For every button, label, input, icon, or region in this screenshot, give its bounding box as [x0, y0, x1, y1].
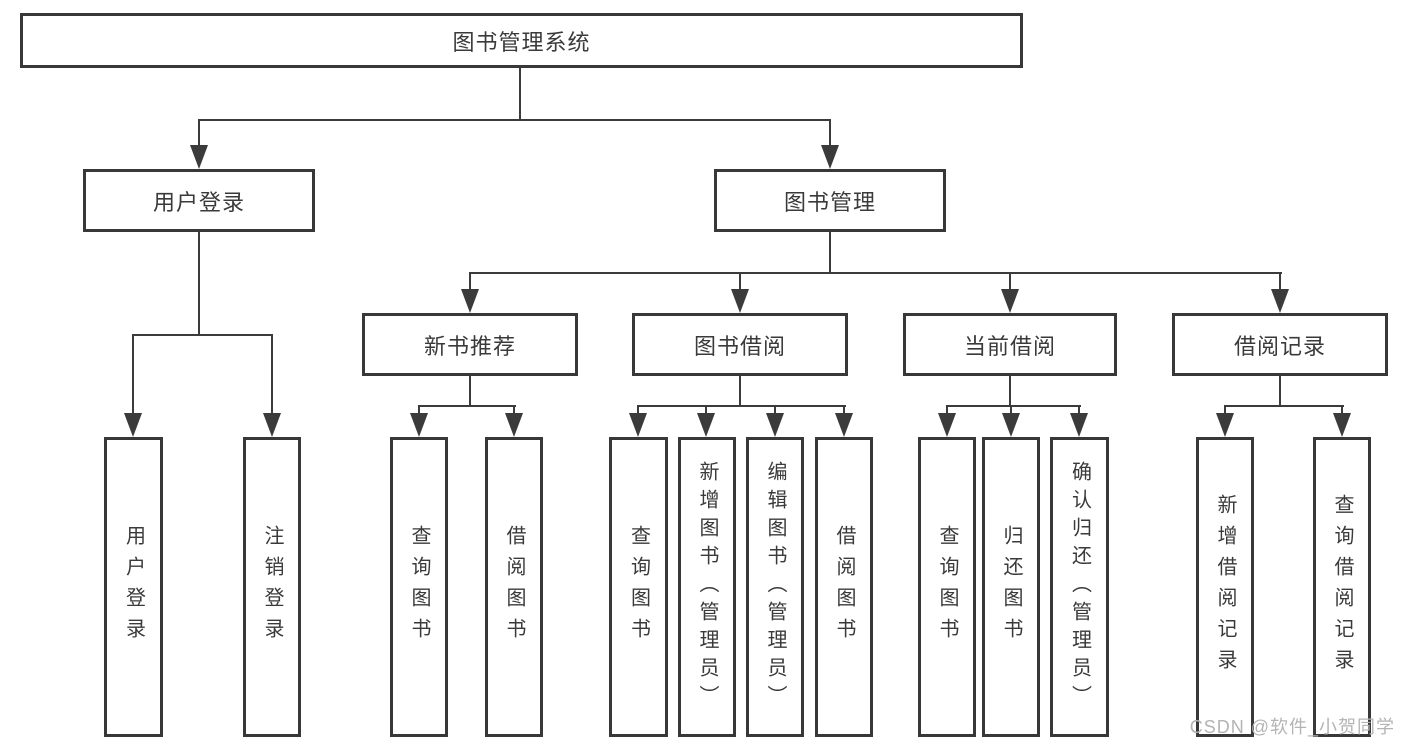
leaf-edit-books-admin: 编辑图书（管理员） — [746, 437, 804, 737]
connector — [1341, 405, 1343, 415]
connector — [1009, 272, 1011, 290]
node-label: 查询图书 — [408, 525, 430, 649]
arrowhead-down-icon — [190, 145, 208, 169]
arrowhead-down-icon — [938, 413, 956, 437]
connector — [271, 334, 273, 414]
arrowhead-down-icon — [766, 413, 784, 437]
arrowhead-down-icon — [1070, 413, 1088, 437]
connector — [1078, 405, 1080, 415]
node-label: 图书管理系统 — [452, 29, 591, 55]
leaf-borrow-books-recommend: 借阅图书 — [485, 437, 543, 737]
csdn-watermark: CSDN @软件_小贺同学 — [1189, 717, 1395, 737]
connector — [519, 68, 521, 119]
connector — [469, 272, 1282, 274]
node-label: 当前借阅 — [963, 333, 1056, 359]
node-label: 借阅记录 — [1233, 333, 1326, 359]
node-label: 新增图书（管理员） — [696, 461, 718, 713]
arrowhead-down-icon — [1271, 289, 1289, 313]
connector — [1010, 405, 1012, 415]
arrowhead-down-icon — [505, 413, 523, 437]
leaf-add-books-admin: 新增图书（管理员） — [678, 437, 736, 737]
leaf-user-login: 用户登录 — [104, 437, 163, 737]
connector — [739, 376, 741, 406]
connector — [1279, 272, 1281, 290]
connector — [637, 405, 846, 407]
leaf-return-books: 归还图书 — [982, 437, 1040, 737]
connector — [469, 272, 471, 290]
connector — [418, 405, 516, 407]
node-user-login: 用户登录 — [83, 169, 315, 232]
leaf-query-books-current: 查询图书 — [918, 437, 976, 737]
node-label: 用户登录 — [152, 189, 245, 215]
connector — [132, 334, 273, 336]
leaf-query-books-borrowing: 查询图书 — [609, 437, 668, 737]
leaf-query-borrow-record: 查询借阅记录 — [1313, 437, 1371, 737]
arrowhead-down-icon — [731, 289, 749, 313]
connector — [1009, 376, 1011, 406]
arrowhead-down-icon — [821, 145, 839, 169]
connector — [637, 405, 639, 415]
node-label: 新增借阅记录 — [1214, 494, 1236, 680]
node-label: 归还图书 — [1000, 525, 1022, 649]
node-label: 查询借阅记录 — [1331, 494, 1353, 680]
arrowhead-down-icon — [263, 413, 281, 437]
connector — [469, 376, 471, 406]
connector — [946, 405, 1081, 407]
connector — [829, 232, 831, 274]
connector — [198, 119, 831, 121]
connector — [198, 119, 200, 147]
arrowhead-down-icon — [697, 413, 715, 437]
connector — [132, 334, 134, 414]
arrowhead-down-icon — [835, 413, 853, 437]
node-library-management-system: 图书管理系统 — [20, 13, 1023, 68]
connector — [1279, 376, 1281, 406]
leaf-logout: 注销登录 — [243, 437, 301, 737]
node-borrowing-records: 借阅记录 — [1172, 313, 1388, 376]
node-book-borrowing: 图书借阅 — [632, 313, 848, 376]
node-new-book-recommend: 新书推荐 — [362, 313, 578, 376]
arrowhead-down-icon — [1216, 413, 1234, 437]
arrowhead-down-icon — [410, 413, 428, 437]
arrowhead-down-icon — [124, 413, 142, 437]
node-current-borrowing: 当前借阅 — [903, 313, 1117, 376]
node-label: 查询图书 — [627, 525, 650, 649]
connector — [705, 405, 707, 415]
arrowhead-down-icon — [461, 289, 479, 313]
arrowhead-down-icon — [1001, 289, 1019, 313]
node-book-management: 图书管理 — [714, 169, 946, 232]
leaf-confirm-return-admin: 确认归还（管理员） — [1050, 437, 1109, 737]
connector — [774, 405, 776, 415]
node-label: 确认归还（管理员） — [1068, 461, 1091, 713]
node-label: 图书借阅 — [693, 333, 786, 359]
node-label: 查询图书 — [936, 525, 958, 649]
connector — [843, 405, 845, 415]
node-label: 新书推荐 — [423, 333, 516, 359]
connector — [829, 119, 831, 147]
leaf-borrow-books: 借阅图书 — [815, 437, 873, 737]
connector — [513, 405, 515, 415]
connector — [1224, 405, 1344, 407]
connector — [418, 405, 420, 415]
node-label: 用户登录 — [122, 525, 145, 649]
connector — [739, 272, 741, 290]
leaf-query-books-recommend: 查询图书 — [390, 437, 448, 737]
node-label: 编辑图书（管理员） — [764, 461, 786, 713]
node-label: 借阅图书 — [833, 525, 855, 649]
arrowhead-down-icon — [1333, 413, 1351, 437]
arrowhead-down-icon — [1002, 413, 1020, 437]
arrowhead-down-icon — [629, 413, 647, 437]
leaf-add-borrow-record: 新增借阅记录 — [1196, 437, 1254, 737]
node-label: 图书管理 — [783, 189, 876, 215]
node-label: 注销登录 — [261, 525, 283, 649]
connector — [946, 405, 948, 415]
connector — [1224, 405, 1226, 415]
connector — [198, 232, 200, 336]
node-label: 借阅图书 — [503, 525, 525, 649]
